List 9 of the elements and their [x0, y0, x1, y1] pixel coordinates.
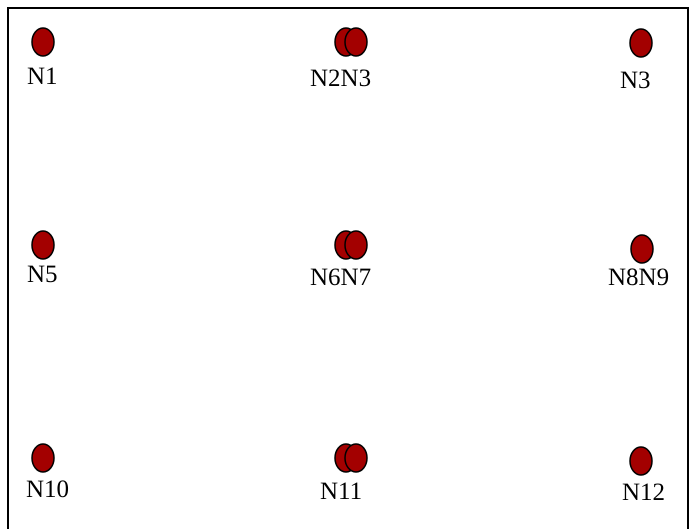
- node-label: N2N3: [310, 66, 372, 92]
- node-label: N6N7: [310, 265, 372, 291]
- node-label: N12: [622, 480, 666, 506]
- node-label: N3: [620, 68, 651, 94]
- node-label: N11: [320, 479, 362, 505]
- node-label: N1: [27, 64, 58, 90]
- node-label: N5: [27, 262, 58, 288]
- node-label: N10: [26, 477, 70, 503]
- node-label: N8N9: [608, 265, 670, 291]
